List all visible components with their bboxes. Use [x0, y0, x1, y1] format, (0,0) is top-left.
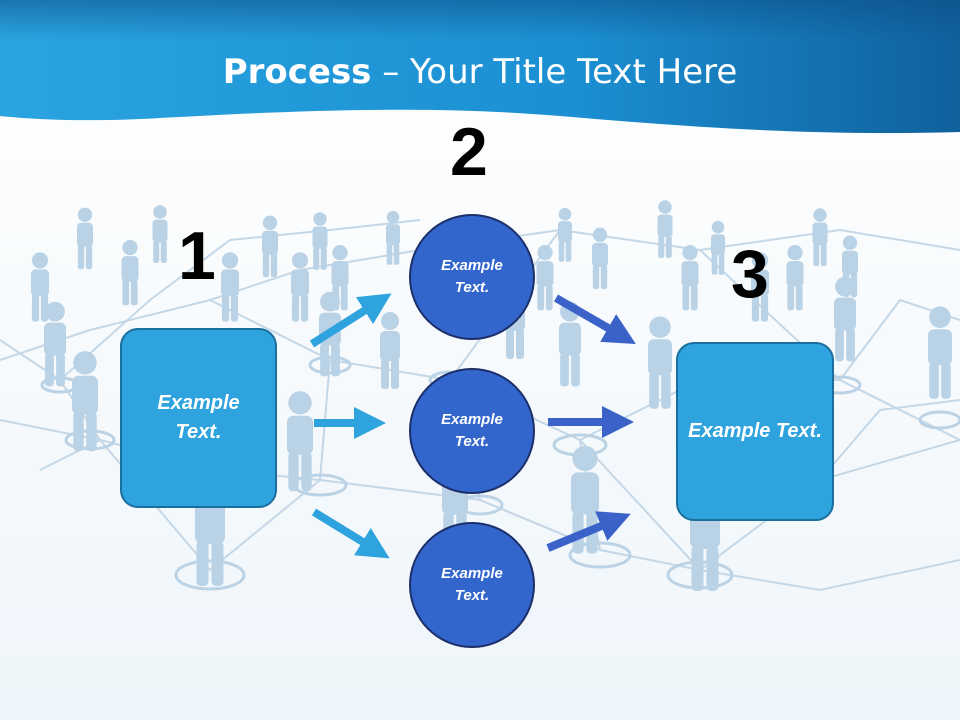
- step-2-circle-bottom-text: Example Text.: [441, 564, 503, 605]
- step-number-3: 3: [731, 236, 769, 312]
- step-2-circle-bottom: Example Text.: [409, 522, 535, 648]
- step-number-1: 1: [178, 218, 216, 294]
- step-1-text: Example Text.: [157, 392, 240, 443]
- step-2-circle-middle: Example Text.: [409, 368, 535, 494]
- step-2-circle-top: Example Text.: [409, 214, 535, 340]
- step-3-text: Example Text.: [688, 420, 822, 442]
- step-1-box: Example Text.: [120, 328, 277, 508]
- arrow-1-to-2a: [309, 293, 392, 348]
- slide-title: Process – Your Title Text Here: [0, 52, 960, 92]
- title-rest: – Your Title Text Here: [371, 52, 738, 92]
- arrow-1-to-2c: [311, 508, 390, 559]
- step-2-circle-top-text: Example Text.: [441, 256, 503, 297]
- arrow-2c-to-3: [546, 511, 631, 552]
- arrow-2a-to-3: [554, 294, 636, 344]
- step-number-2: 2: [450, 114, 488, 190]
- step-2-circle-middle-text: Example Text.: [441, 410, 503, 451]
- title-bold: Process: [222, 52, 372, 92]
- step-3-box: Example Text.: [676, 342, 834, 521]
